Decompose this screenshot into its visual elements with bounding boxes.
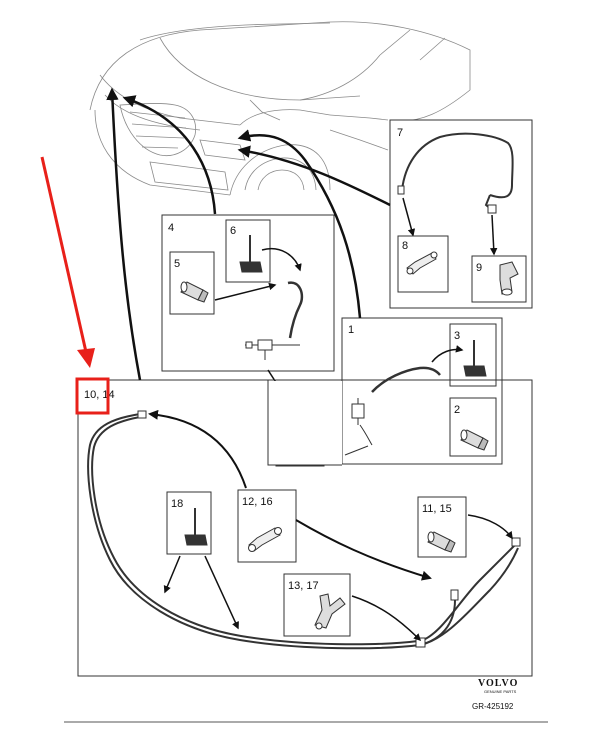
connector-12-16	[248, 527, 282, 552]
callout-10-14: 10, 14	[84, 389, 115, 401]
callout-12-16: 12, 16	[242, 496, 273, 508]
part-box-5	[169, 251, 215, 315]
callout-11-15: 11, 15	[422, 503, 452, 515]
callout-4: 4	[168, 222, 174, 234]
highlight-callout-10	[75, 377, 110, 415]
part-box-9	[471, 255, 527, 303]
group-box-10-14	[77, 379, 533, 677]
red-pointer-arrow	[40, 156, 88, 353]
callout-18: 18	[171, 498, 183, 510]
car-front-illustration	[89, 21, 471, 196]
washer-hose-4	[287, 281, 304, 339]
nipple-2	[460, 429, 489, 451]
callout-6: 6	[230, 225, 236, 237]
washer-hose-1	[371, 366, 441, 393]
callout-5: 5	[174, 258, 180, 270]
nozzle-assembly-4	[245, 339, 300, 360]
callout-1: 1	[348, 324, 354, 336]
elbow-connector-9	[499, 261, 519, 296]
nipple-11-15	[427, 531, 456, 553]
clip-18	[184, 508, 208, 546]
callout-8: 8	[402, 240, 408, 252]
part-box-2	[449, 397, 497, 457]
callout-3: 3	[454, 330, 460, 342]
brand-name: VOLVO	[478, 678, 518, 689]
callout-7: 7	[397, 127, 403, 139]
washer-hose-main	[87, 413, 519, 650]
y-connector-13-17	[314, 593, 346, 630]
reference-number: GR-425192	[472, 702, 514, 711]
part-box-12-16	[237, 489, 297, 563]
callout-2: 2	[454, 404, 460, 416]
red-pointer-arrowhead	[77, 348, 95, 368]
nipple-5	[180, 281, 209, 303]
callout-9: 9	[476, 262, 482, 274]
callout-13-17: 13, 17	[288, 580, 319, 592]
brand-sub: GENUINE PARTS	[484, 689, 517, 694]
clip-3	[463, 340, 487, 377]
volvo-logo: VOLVO GENUINE PARTS	[478, 678, 518, 694]
connector-8	[406, 251, 438, 275]
nozzle-assembly-1	[351, 398, 373, 446]
hose-end-7a	[397, 185, 497, 214]
clip-6	[239, 235, 263, 273]
assembly-arrows	[106, 87, 391, 381]
